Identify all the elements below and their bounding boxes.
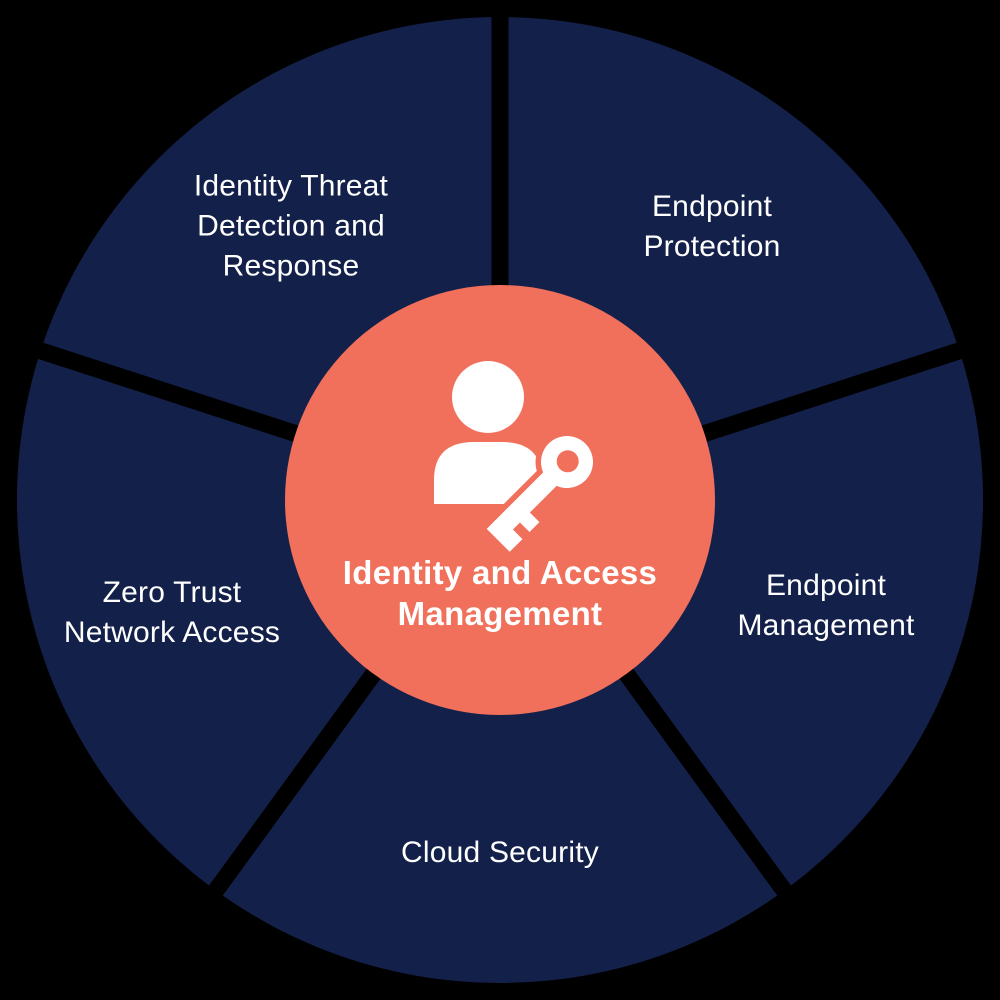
key-shape xyxy=(481,430,599,558)
key-icon xyxy=(481,430,599,558)
segment-label-zero-trust-network-access: Zero Trust Network Access xyxy=(63,575,281,649)
segment-label-identity-threat-detection-and-response: Identity Threat Detection and Response xyxy=(193,169,389,284)
segment-label-endpoint-protection: Endpoint Protection xyxy=(643,189,781,263)
segment-label-cloud-security: Cloud Security xyxy=(401,835,599,869)
user-head-icon xyxy=(452,361,524,433)
user-key-icon xyxy=(434,361,599,558)
center-title: Identity and Access Management xyxy=(342,553,658,632)
segment-dividers xyxy=(26,5,974,906)
user-shoulders-icon xyxy=(434,442,542,504)
segment-label-endpoint-management: Endpoint Management xyxy=(737,568,915,642)
